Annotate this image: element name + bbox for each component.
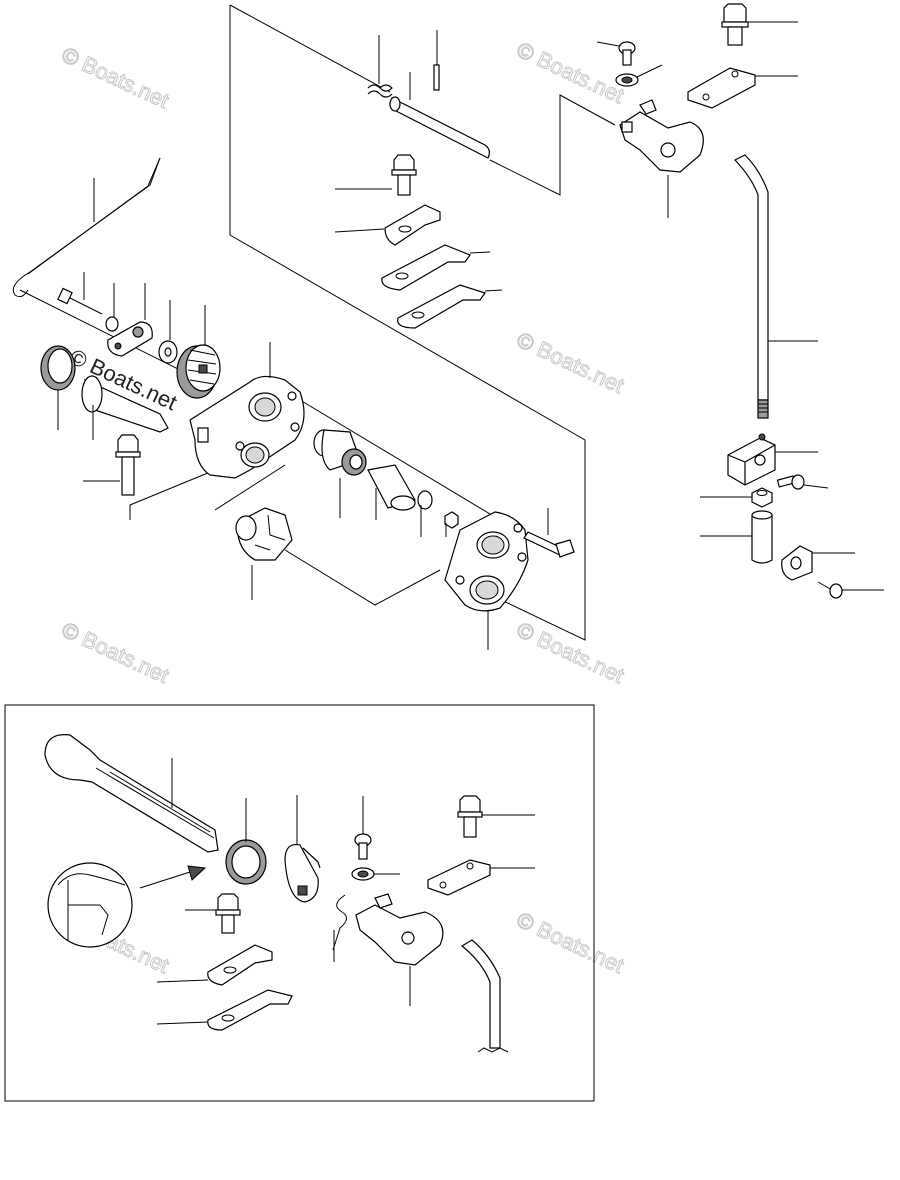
link-plate-top — [687, 67, 798, 109]
flange-bolt-upper — [335, 154, 417, 196]
shift-lever-link — [107, 283, 153, 357]
watermark: © Boats.net — [513, 37, 628, 108]
inset-shift-arm — [355, 893, 444, 1006]
pan-screw-top — [596, 41, 636, 66]
washer — [158, 300, 178, 364]
ring-bushing — [40, 345, 76, 430]
shift-arm — [619, 99, 704, 218]
flange-bolt-cover — [523, 508, 575, 558]
watermark: © Boats.net — [513, 907, 628, 978]
inset-rod-end — [460, 939, 509, 1053]
shift-rod — [734, 154, 818, 419]
small-bolt — [57, 272, 103, 315]
inset-pan-screw — [354, 796, 372, 860]
small-nut — [444, 511, 459, 537]
inset-washer — [351, 867, 400, 881]
washer-top — [615, 64, 663, 87]
inset-lever — [284, 795, 321, 903]
clamp-plate-1 — [334, 204, 441, 246]
inset-shift-shaft — [44, 734, 219, 853]
shift-housing — [189, 342, 305, 479]
inset-seal — [225, 798, 267, 885]
clamp-plate-3 — [397, 284, 503, 329]
bearing-sleeve — [81, 375, 169, 440]
cam-collar — [313, 429, 367, 518]
spacer-rod — [700, 510, 773, 564]
watermark: © Boats.net — [513, 617, 628, 688]
shift-shaft — [389, 72, 491, 159]
clamp-plate-2 — [381, 244, 491, 291]
shift-cam — [235, 507, 293, 600]
flange-bolt-top — [721, 3, 798, 46]
inset-clip — [332, 894, 347, 962]
inset-plate-2 — [156, 989, 293, 1031]
rod-connector — [727, 433, 818, 486]
watermarks: © Boats.net © Boats.net © Boats.net © Bo… — [57, 36, 628, 978]
inset-flange-bolt — [457, 795, 535, 838]
pan-screw-clip — [817, 581, 884, 599]
inset-frame — [4, 704, 595, 1102]
wire-rod — [12, 157, 161, 298]
flange-bolt-left — [83, 434, 141, 496]
inset-bolt-small — [185, 893, 241, 934]
detail-magnifier — [47, 862, 207, 948]
pin — [433, 30, 440, 91]
rod-clip — [781, 545, 855, 581]
small-collar — [105, 283, 119, 332]
spring — [367, 35, 393, 98]
thin-washer — [417, 490, 433, 537]
watermark: © Boats.net — [58, 42, 173, 113]
pan-screw-rod — [776, 474, 829, 490]
spacer-tube — [367, 464, 416, 520]
inset-plate-1 — [156, 944, 273, 986]
watermark: © Boats.net — [513, 327, 628, 398]
watermark: © Boats.net — [58, 617, 173, 688]
hex-nut-rod — [700, 487, 773, 508]
cover-plate — [444, 511, 529, 650]
inset-link-plate — [427, 859, 535, 896]
cam-gear — [176, 305, 221, 399]
